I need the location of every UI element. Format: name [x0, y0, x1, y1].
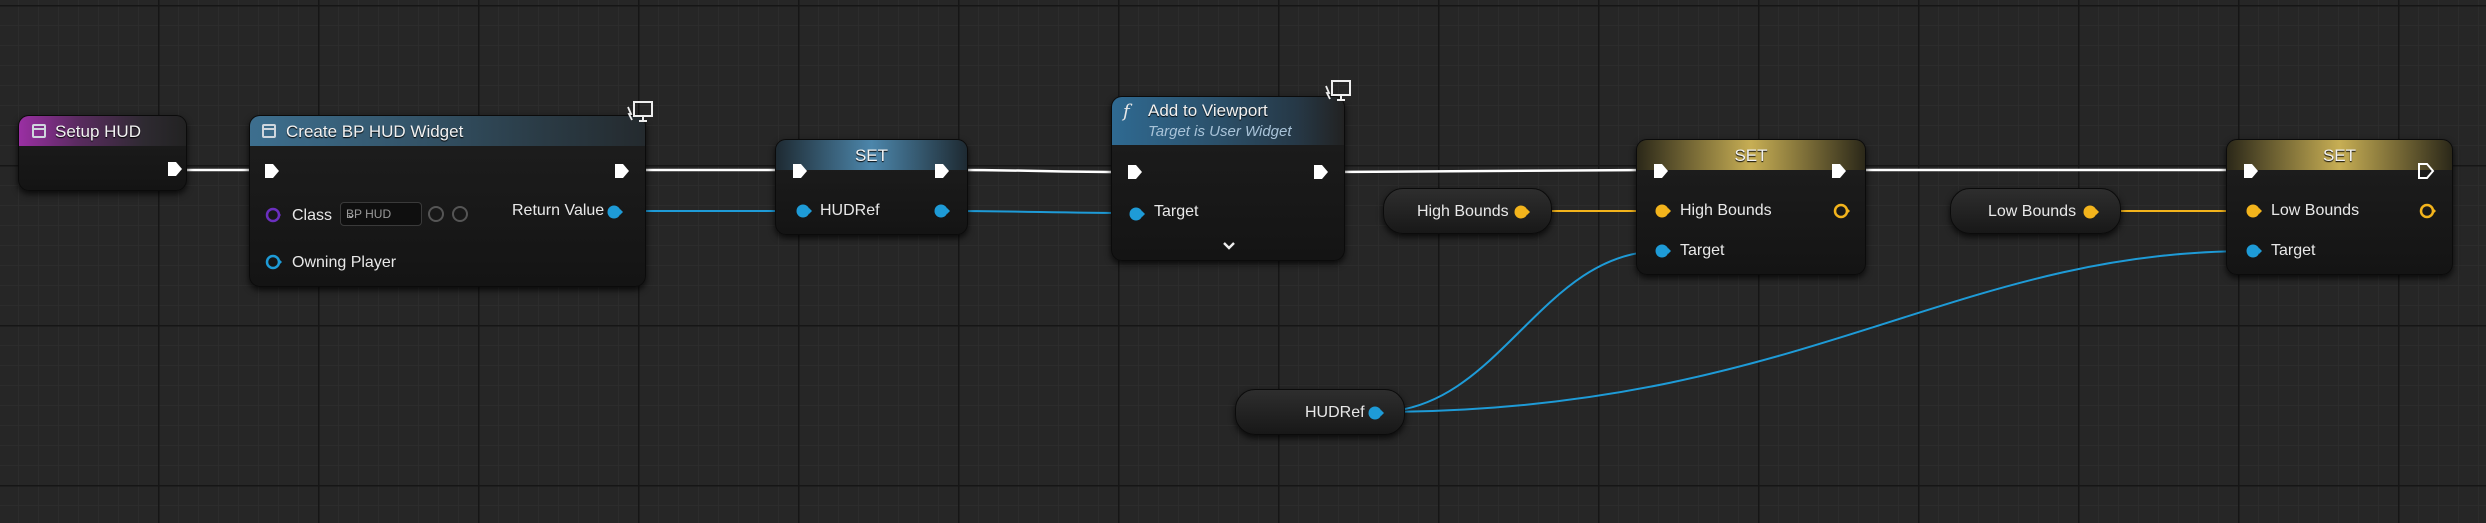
exec-out-pin-unconnected[interactable]: [2417, 162, 2435, 180]
high-bounds-out-pin[interactable]: [1513, 204, 1533, 220]
set-high-header[interactable]: [1637, 140, 1865, 170]
class-pin[interactable]: [265, 207, 281, 223]
return-value-pin[interactable]: [606, 204, 626, 220]
add-to-viewport-subtitle: Target is User Widget: [1148, 123, 1292, 140]
return-value-label: Return Value: [512, 202, 605, 219]
add-to-viewport-node[interactable]: f Add to Viewport Target is User Widget …: [1111, 96, 1345, 261]
low-bounds-in-pin[interactable]: [2245, 203, 2265, 219]
exec-wire-set-to-viewport[interactable]: [952, 168, 1131, 174]
add-to-viewport-title: Add to Viewport: [1148, 101, 1268, 120]
exec-out-pin[interactable]: [613, 162, 631, 180]
set-low-header[interactable]: [2227, 140, 2452, 170]
hudref-out-pin[interactable]: [1367, 405, 1387, 421]
exec-wire-viewport-to-sethigh[interactable]: [1326, 168, 1657, 174]
owning-player-pin[interactable]: [265, 254, 283, 270]
create-widget-title: Create BP HUD Widget: [286, 122, 464, 141]
chevron-down-icon: ⌄: [346, 207, 357, 221]
hudref-in-pin[interactable]: [795, 203, 815, 219]
exec-in-pin[interactable]: [1652, 162, 1670, 180]
target-pin[interactable]: [2245, 243, 2265, 259]
hudref-getter[interactable]: HUDRef: [1235, 389, 1405, 435]
set-high-bounds-node[interactable]: SET High Bounds Target: [1636, 139, 1866, 275]
exec-out-pin[interactable]: [1312, 163, 1330, 181]
high-bounds-pin-label: High Bounds: [1680, 202, 1772, 219]
low-bounds-out-pin[interactable]: [2419, 203, 2439, 219]
function-icon: f: [1123, 101, 1130, 122]
target-pin[interactable]: [1128, 206, 1148, 222]
target-label: Target: [1680, 242, 1725, 259]
exec-out-pin[interactable]: [1830, 162, 1848, 180]
exec-in-pin[interactable]: [1126, 163, 1144, 181]
set-low-bounds-node[interactable]: SET Low Bounds Target: [2226, 139, 2453, 275]
widget-icon: [262, 124, 276, 138]
low-bounds-out-pin[interactable]: [2082, 204, 2102, 220]
low-bounds-pin-label: Low Bounds: [2271, 202, 2360, 219]
high-bounds-getter-label: High Bounds: [1417, 203, 1509, 220]
hudref-out-pin[interactable]: [933, 203, 953, 219]
setup-hud-header[interactable]: [19, 116, 186, 146]
data-wire-hudref-to-sethigh-target[interactable]: [1376, 250, 1662, 413]
create-widget-node[interactable]: Create BP HUD Widget Class BP HUD ⌄ Owni…: [249, 115, 646, 287]
owning-player-label: Owning Player: [292, 254, 397, 271]
hudref-getter-label: HUDRef: [1305, 404, 1365, 421]
widget-icon: [32, 124, 46, 138]
setup-hud-node[interactable]: Setup HUD: [18, 115, 187, 191]
data-wire-hudref-to-target[interactable]: [939, 210, 1135, 214]
add-to-viewport-header[interactable]: [1112, 97, 1344, 145]
setup-hud-title: Setup HUD: [55, 122, 141, 141]
target-label: Target: [2271, 242, 2316, 259]
exec-out-pin[interactable]: [933, 162, 951, 180]
chevron-down-icon[interactable]: [1222, 241, 1236, 251]
high-bounds-getter[interactable]: High Bounds: [1383, 188, 1552, 234]
low-bounds-getter-label: Low Bounds: [1988, 203, 2077, 220]
target-pin[interactable]: [1654, 243, 1674, 259]
create-widget-header[interactable]: [250, 116, 645, 146]
class-dropdown[interactable]: BP HUD ⌄: [340, 202, 422, 226]
exec-in-pin[interactable]: [2242, 162, 2260, 180]
target-label: Target: [1154, 203, 1199, 220]
class-label: Class: [292, 207, 333, 224]
exec-out-pin[interactable]: [166, 160, 184, 178]
remote-monitor-icon: [627, 101, 653, 122]
set-hudref-node[interactable]: SET HUDRef: [775, 139, 968, 235]
hudref-pin-label: HUDRef: [820, 202, 880, 219]
exec-in-pin[interactable]: [263, 162, 281, 180]
set-hudref-title: SET: [854, 146, 889, 165]
high-bounds-in-pin[interactable]: [1654, 203, 1674, 219]
use-selected-asset-icon[interactable]: [428, 206, 444, 222]
set-high-title: SET: [1734, 146, 1768, 165]
remote-monitor-icon: [1325, 80, 1351, 101]
class-dropdown-value: BP HUD: [346, 207, 392, 221]
exec-in-pin[interactable]: [791, 162, 809, 180]
browse-icon[interactable]: [452, 206, 468, 222]
set-low-title: SET: [2322, 146, 2357, 165]
data-wire-hudref-to-setlow-target[interactable]: [1376, 250, 2251, 413]
low-bounds-getter[interactable]: Low Bounds: [1950, 188, 2121, 234]
high-bounds-out-pin[interactable]: [1833, 203, 1853, 219]
